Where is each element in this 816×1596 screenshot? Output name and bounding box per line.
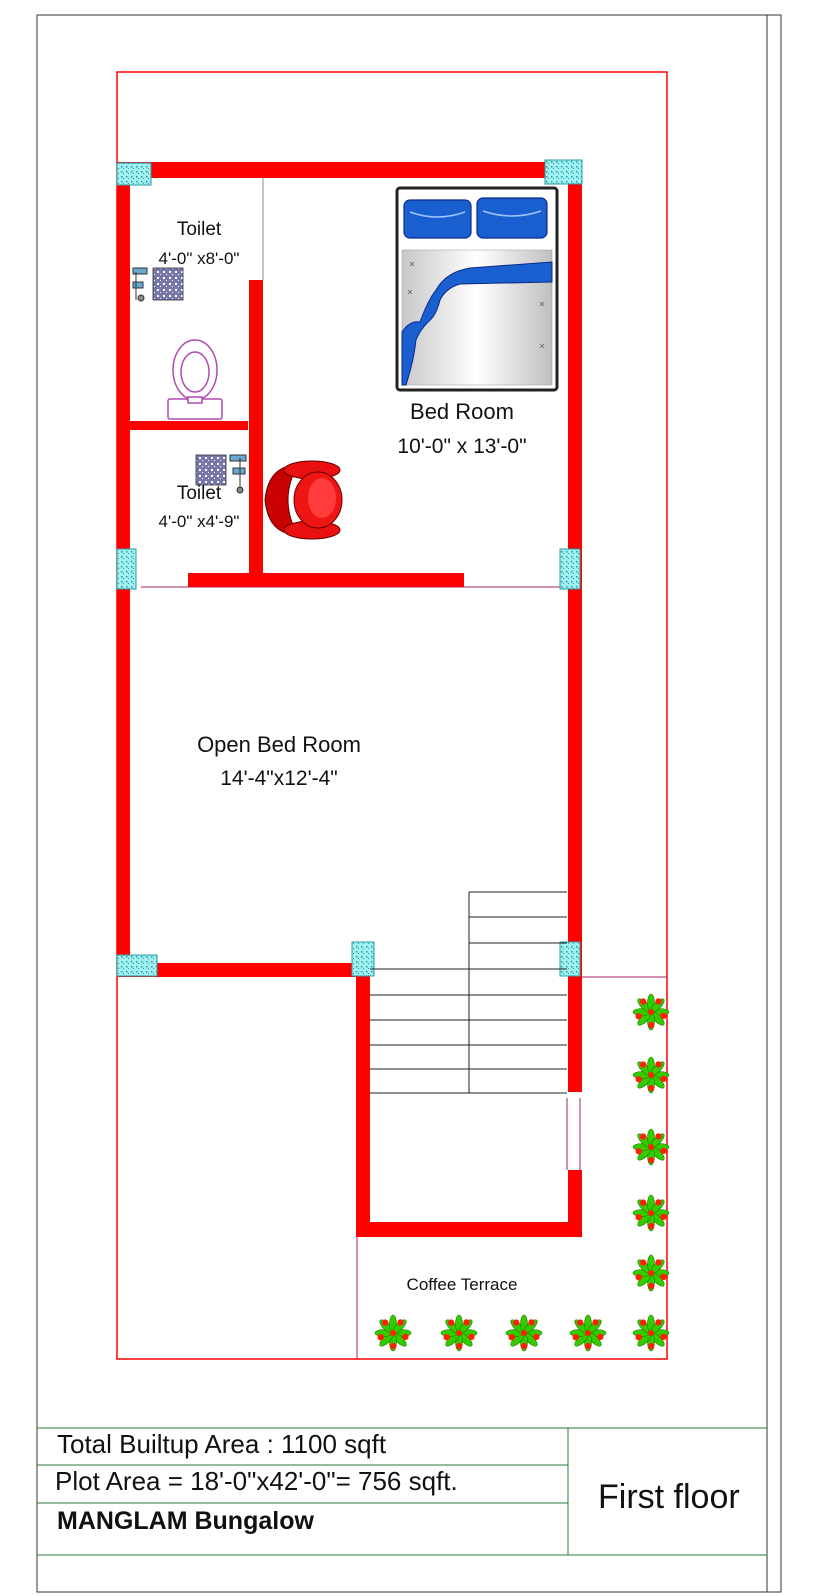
plant-icon (505, 1314, 543, 1352)
plant-icon (632, 1314, 670, 1352)
plant-icon (569, 1314, 607, 1352)
room-size-toilet-2: 4'-0" x4'-9" (159, 512, 240, 531)
double-bed (395, 186, 559, 392)
sheet-border (36, 14, 782, 1593)
room-label-toilet-1: Toilet (177, 219, 222, 240)
plant-icon (632, 993, 670, 1031)
shower-tile-1 (132, 267, 184, 302)
armchair (264, 460, 343, 540)
column-marker (559, 548, 581, 590)
column-marker (351, 941, 375, 977)
room-size-bedroom: 10'-0" x 13'-0" (397, 435, 526, 458)
plant-icon (632, 1254, 670, 1292)
plant-icon (632, 1128, 670, 1166)
room-label-toilet-2: Toilet (177, 483, 222, 504)
room-size-open-bedroom: 14'-4"x12'-4" (220, 767, 338, 790)
plot-area-text: Plot Area = 18'-0"x42'-0"= 756 sqft. (55, 1466, 458, 1496)
room-label-open-bedroom: Open Bed Room (197, 732, 361, 757)
column-marker (559, 941, 581, 977)
shower-tile-2 (195, 454, 247, 494)
plant-icon (632, 1056, 670, 1094)
pillow-left (403, 199, 472, 239)
column-marker (116, 162, 152, 186)
wc-toilet-fixture (167, 339, 223, 420)
pillow-right (476, 197, 548, 239)
plant-icon (632, 1194, 670, 1232)
columns (116, 159, 583, 977)
column-marker (544, 159, 583, 185)
plant-icon (374, 1314, 412, 1352)
project-name-text: MANGLAM Bungalow (57, 1507, 314, 1535)
title-block-grid (37, 1427, 767, 1556)
builtup-area-text: Total Builtup Area : 1100 sqft (57, 1429, 387, 1459)
column-marker (116, 548, 137, 590)
planters (374, 993, 670, 1352)
walls (117, 162, 582, 1237)
floor-label-text: First floor (598, 1478, 740, 1516)
room-size-toilet-1: 4'-0" x8'-0" (159, 249, 240, 268)
column-marker (116, 954, 158, 977)
room-label-coffee-terrace: Coffee Terrace (407, 1275, 518, 1294)
room-label-bedroom: Bed Room (410, 399, 514, 424)
plant-icon (440, 1314, 478, 1352)
staircase (370, 891, 567, 1094)
